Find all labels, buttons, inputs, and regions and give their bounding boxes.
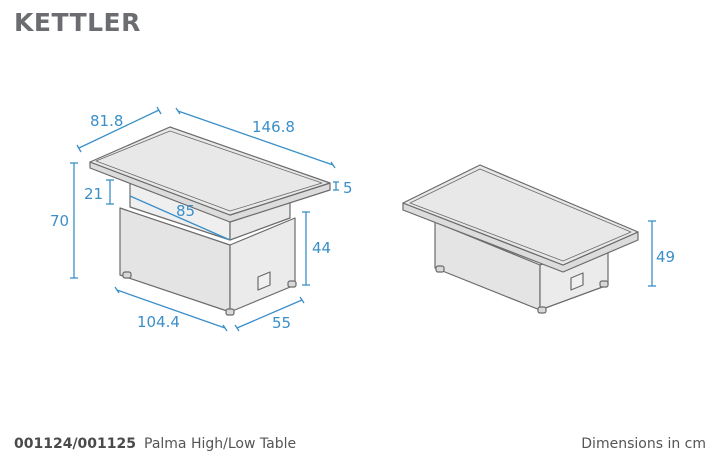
- dim-lift-height: 21: [84, 185, 103, 203]
- low-dimension-lines: [648, 220, 656, 287]
- dim-inner-width: 85: [176, 202, 195, 220]
- product-caption: 001124/001125 Palma High/Low Table: [14, 436, 296, 452]
- dim-depth-top: 81.8: [90, 112, 123, 130]
- dim-top-thickness: 5: [343, 179, 353, 197]
- high-dimension-lines: [70, 106, 339, 332]
- dim-base-height: 44: [312, 239, 331, 257]
- dim-base-depth: 55: [272, 314, 291, 332]
- high-table-drawing: [89, 126, 331, 316]
- dim-overall-height-high: 70: [50, 212, 69, 230]
- units-note: Dimensions in cm: [581, 436, 706, 452]
- dim-width-top: 146.8: [252, 118, 295, 136]
- kettler-logo: KETTLER: [14, 8, 141, 37]
- product-name: Palma High/Low Table: [144, 436, 297, 452]
- dim-overall-height-low: 49: [656, 248, 675, 266]
- dim-base-width: 104.4: [137, 313, 180, 331]
- product-code: 001124/001125: [14, 436, 137, 452]
- low-table-drawing: [402, 164, 639, 314]
